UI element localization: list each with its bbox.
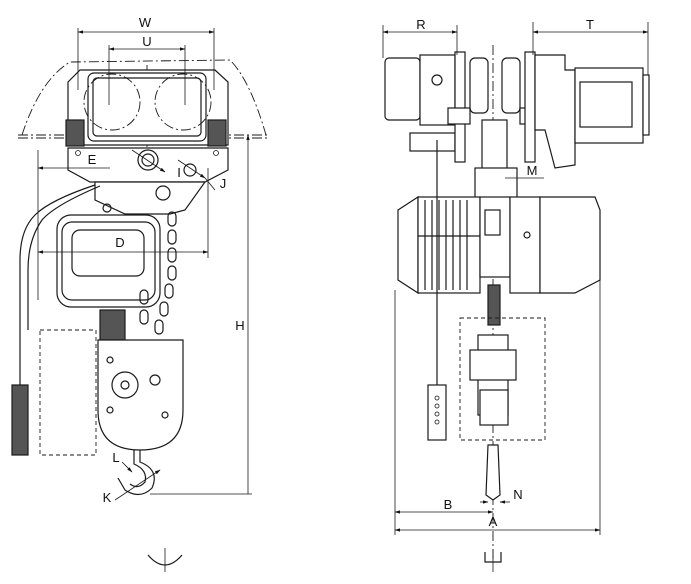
dim-label-k: K [103, 490, 112, 505]
travel-motor [384, 57, 421, 121]
dim-label-e: E [88, 152, 97, 167]
dim-label-d: D [115, 235, 124, 250]
dim-label-h: H [235, 318, 244, 333]
dim-label-j: J [220, 176, 227, 191]
trolley-wheel [154, 73, 212, 131]
dim-label-u: U [142, 34, 151, 49]
hook-block [97, 339, 184, 451]
dim-label-i: I [177, 165, 181, 180]
dim-label-a: A [489, 514, 498, 529]
front-view: W U E I J D H L K [11, 15, 268, 572]
trolley-wheel [83, 73, 141, 131]
dim-label-n: N [513, 487, 522, 502]
chain-bucket [39, 329, 97, 456]
dim-label-w: W [139, 15, 152, 30]
hook-side [485, 444, 501, 501]
trolley-frame [67, 69, 229, 146]
cooling-fins [418, 200, 480, 290]
pendant-switch-side [427, 384, 447, 441]
hoist-body [56, 214, 161, 308]
dim-label-r: R [416, 17, 425, 32]
chain-bucket-side [459, 317, 546, 441]
travel-motor-right [574, 67, 644, 144]
load-chain [139, 211, 177, 335]
dim-label-b: B [444, 497, 453, 512]
dim-label-m: M [527, 163, 538, 178]
dim-label-l: L [112, 450, 119, 465]
dim-label-t: T [586, 17, 594, 32]
hook [117, 450, 155, 496]
hoist-body-side [397, 195, 419, 295]
rail-profile [21, 59, 267, 136]
pendant-switch [11, 384, 29, 456]
side-view: R T M B A N [382, 17, 650, 572]
